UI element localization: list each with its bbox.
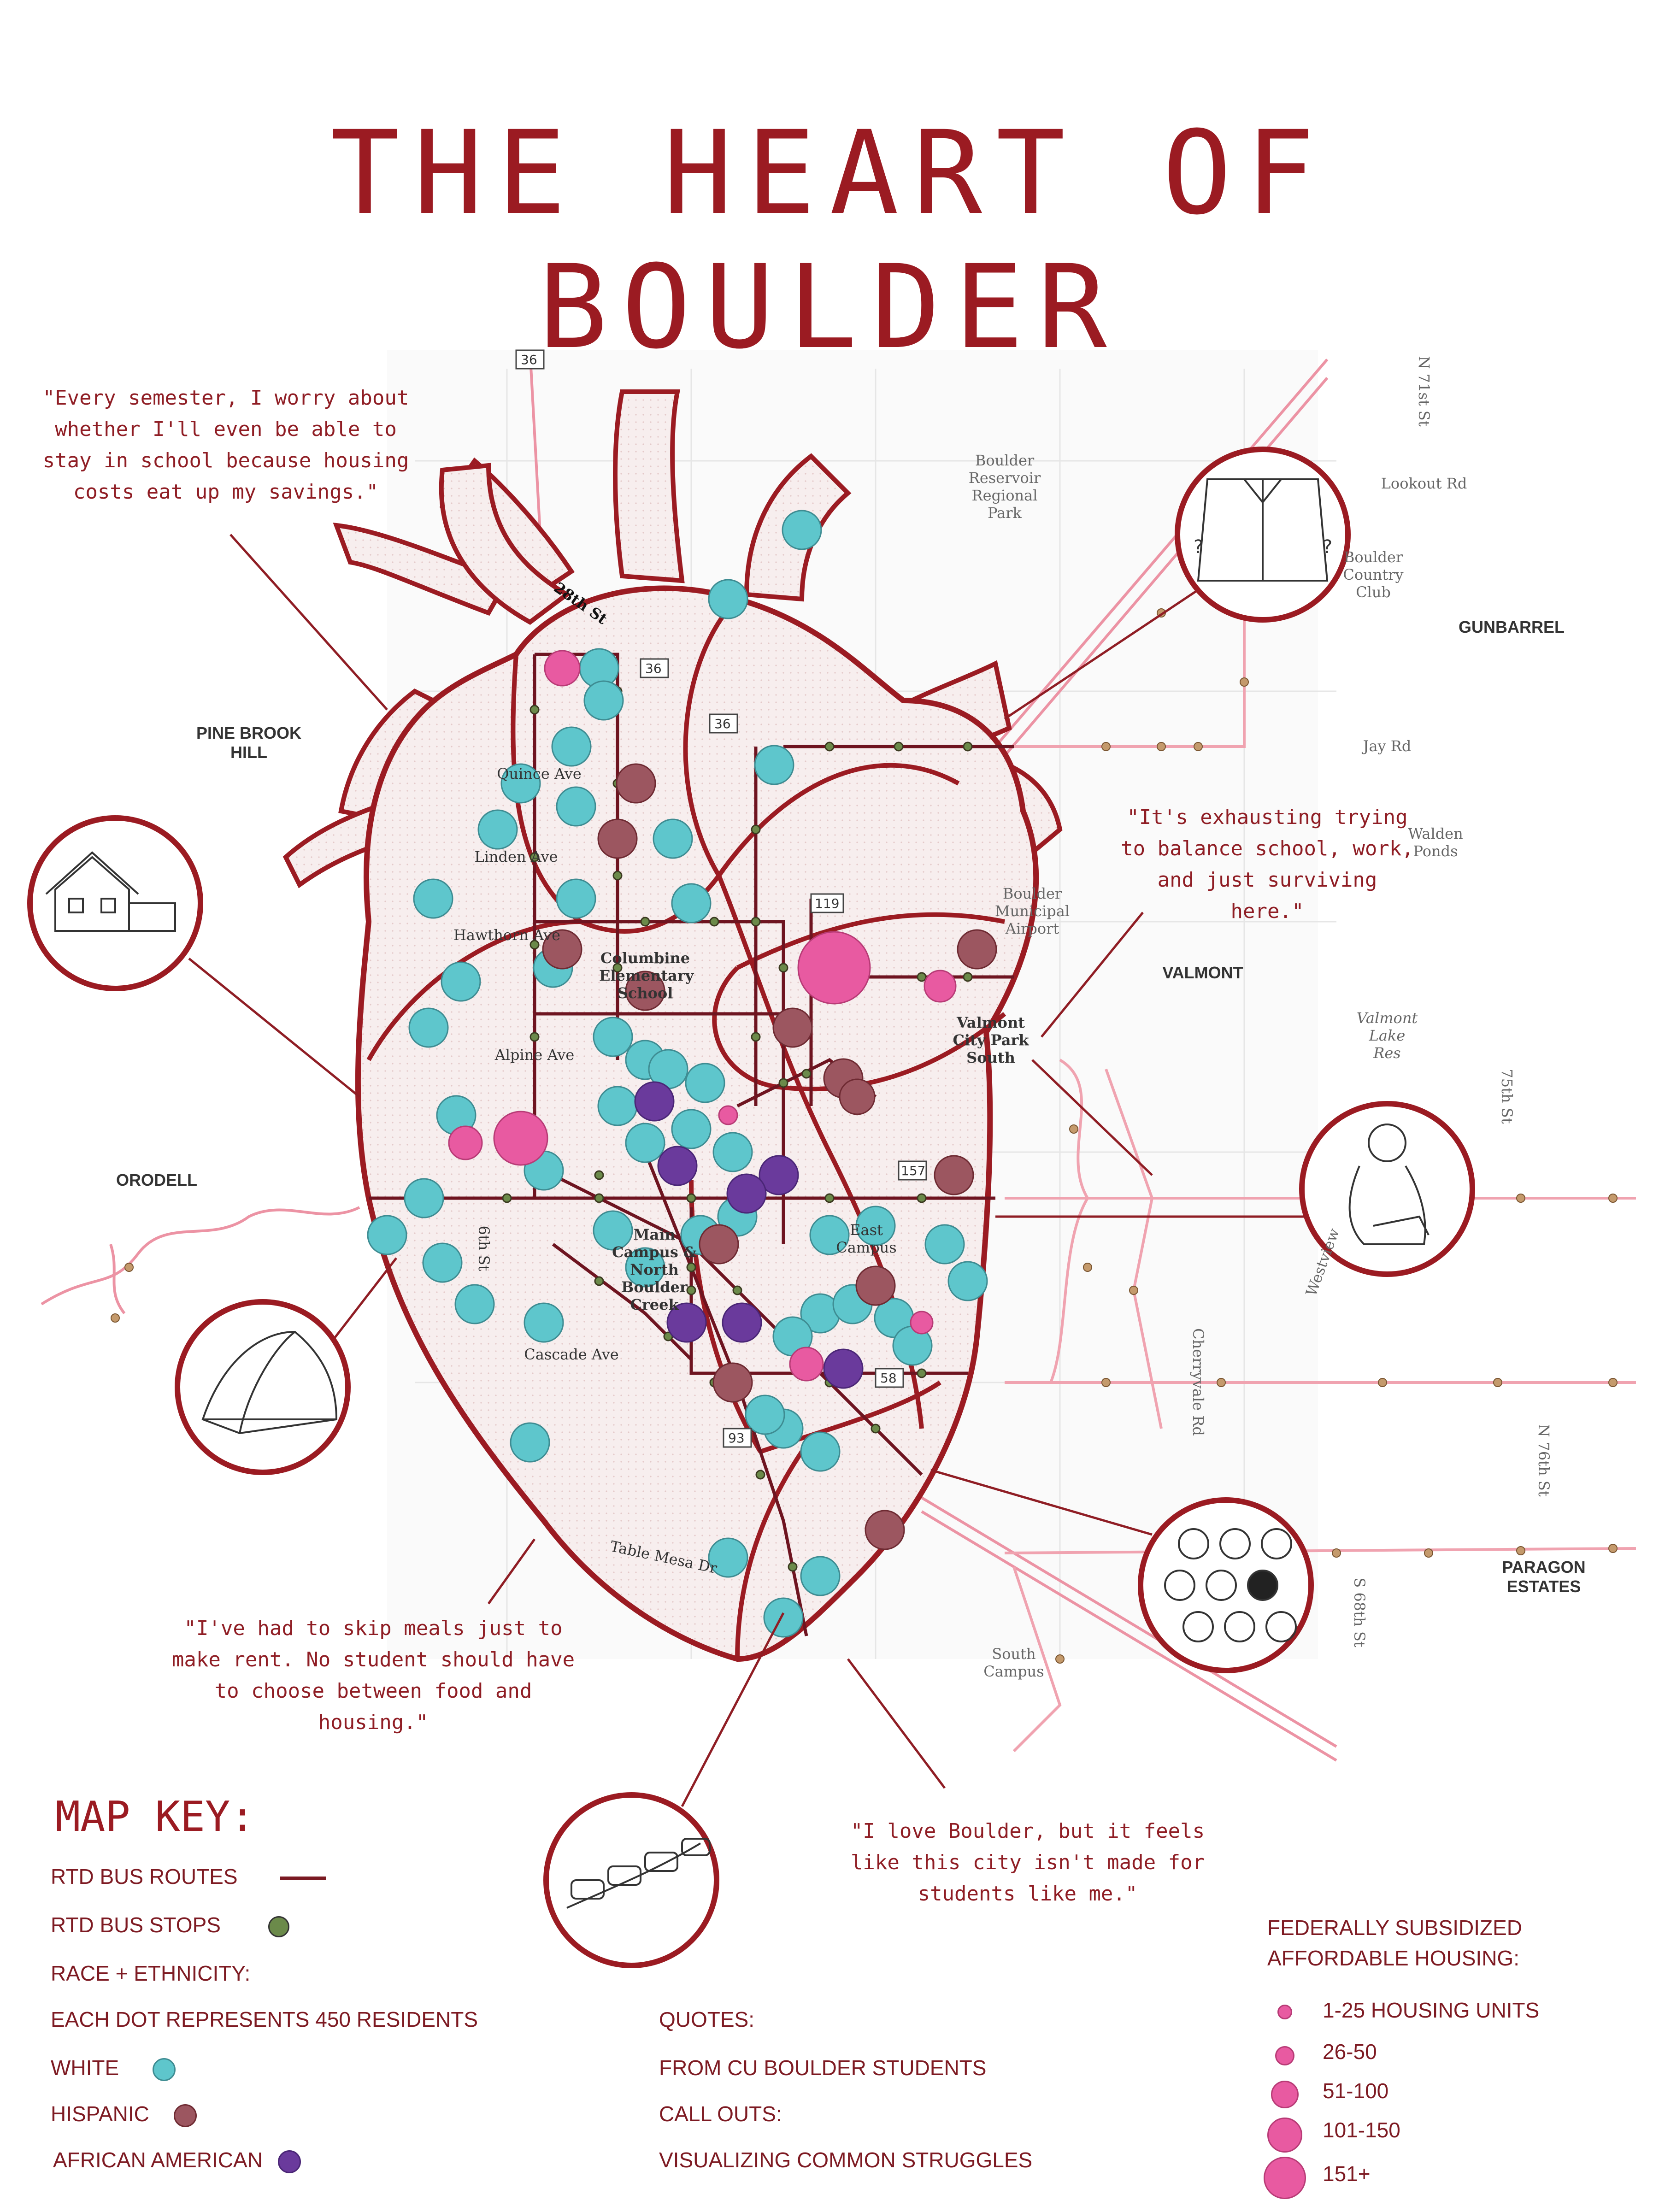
key-callouts-heading: CALL OUTS: (659, 2102, 782, 2126)
label-south-campus: South Campus (983, 1645, 1044, 1680)
label-6th-st: 6th St (475, 1225, 493, 1271)
key-quotes-desc: FROM CU BOULDER STUDENTS (659, 2056, 987, 2080)
callout-connectors (188, 534, 1313, 1807)
key-bus-route-swatch (280, 1877, 327, 1880)
svg-text:93: 93 (728, 1430, 745, 1446)
label-hawthorn-ave: Hawthorn Ave (453, 926, 560, 944)
label-east-campus: East Campus (836, 1221, 897, 1256)
key-hispanic-swatch (173, 2104, 197, 2127)
label-valmont-city-park: Valmont City Park South (953, 1014, 1029, 1066)
label-main-campus: Main Campus & North Boulder Creek (612, 1226, 697, 1313)
label-68th-st: S 68th St (1351, 1577, 1368, 1647)
key-housing-label-3: 51-100 (1323, 2079, 1389, 2103)
label-alpine-ave: Alpine Ave (494, 1046, 575, 1064)
svg-text:36: 36 (714, 716, 731, 731)
label-airport: Boulder Municipal Airport (994, 885, 1070, 937)
african-american-resident-dots (634, 1081, 864, 1389)
svg-text:36: 36 (521, 352, 537, 367)
map-key-title: MAP KEY: (55, 1793, 255, 1841)
label-boulder-reservoir: Boulder Reservoir Regional Park (968, 452, 1041, 522)
quote-exhausting: "It's exhausting trying to balance schoo… (1121, 806, 1414, 923)
label-gunbarrel: GUNBARREL (1459, 618, 1565, 636)
key-housing-size-4 (1267, 2118, 1302, 2153)
key-hispanic-label: HISPANIC (51, 2102, 149, 2126)
quote-housing-costs: "Every semester, I worry about whether I… (42, 386, 409, 504)
key-african-american: AFRICAN AMERICAN (53, 2147, 301, 2173)
key-callouts-desc: VISUALIZING COMMON STRUGGLES (659, 2148, 1033, 2172)
label-pine-brook-hill: PINE BROOK HILL (196, 724, 302, 762)
page-title: THE HEART OF BOULDER (330, 106, 1329, 374)
callout-sketches: ? ? (45, 478, 1430, 1909)
key-bus-routes-label: RTD BUS ROUTES (51, 1865, 238, 1888)
key-white-swatch (152, 2058, 176, 2081)
key-housing-size-5 (1264, 2157, 1306, 2199)
svg-text:157: 157 (901, 1163, 925, 1178)
label-columbine: Columbine Elementary School (599, 949, 694, 1002)
label-71st-st: N 71st St (1415, 356, 1433, 427)
key-housing-label-2: 26-50 (1323, 2040, 1377, 2064)
svg-text:58: 58 (880, 1371, 897, 1386)
affordable-housing-dots (448, 650, 957, 1382)
key-bus-routes: RTD BUS ROUTES (51, 1864, 327, 1889)
label-cherryvale: Cherryvale Rd (1189, 1328, 1207, 1436)
callout-circles (27, 447, 1475, 1968)
label-jay-rd: Jay Rd (1363, 737, 1412, 755)
highways (41, 350, 1337, 1762)
svg-text:?: ? (1323, 536, 1332, 558)
svg-text:?: ? (1194, 536, 1203, 558)
quote-love-boulder: "I love Boulder, but it feels like this … (850, 1819, 1205, 1906)
stressed-student-callout (1299, 1101, 1475, 1277)
key-dot-note: EACH DOT REPRESENTS 450 RESIDENTS (51, 2007, 478, 2031)
route-shields: 36 36 119 157 58 93 36 (515, 349, 927, 1448)
key-housing-size-2 (1275, 2046, 1294, 2065)
label-lookout-rd: Lookout Rd (1381, 475, 1467, 492)
key-african-american-label: AFRICAN AMERICAN (53, 2148, 263, 2172)
label-valmont-lake: Valmont Lake Res (1356, 1009, 1418, 1062)
key-housing-size-1 (1277, 2005, 1292, 2019)
key-housing-label-1: 1-25 HOUSING UNITS (1323, 1998, 1540, 2022)
diverse-faces-callout (1138, 1497, 1314, 1673)
key-white-label: WHITE (51, 2056, 119, 2080)
hispanic-resident-dots (542, 763, 997, 1550)
label-linden-ave: Linden Ave (474, 848, 558, 865)
svg-text:119: 119 (815, 896, 839, 911)
label-country-club: Boulder Country Club (1343, 548, 1404, 601)
label-cascade-ave: Cascade Ave (524, 1346, 619, 1363)
label-valmont: VALMONT (1162, 963, 1243, 982)
key-housing-heading: FEDERALLY SUBSIDIZED AFFORDABLE HOUSING: (1267, 1916, 1523, 1970)
key-housing-label-5: 151+ (1323, 2162, 1371, 2186)
label-orodell: ORODELL (116, 1171, 197, 1189)
white-resident-dots (367, 510, 988, 1638)
key-housing-label-4: 101-150 (1323, 2118, 1400, 2142)
label-quince-ave: Quince Ave (497, 765, 582, 782)
key-bus-stops-label: RTD BUS STOPS (51, 1913, 221, 1937)
key-hispanic: HISPANIC (51, 2101, 197, 2127)
key-white: WHITE (51, 2055, 176, 2081)
key-bus-stop-swatch (268, 1916, 289, 1937)
label-paragon-estates: PARAGON ESTATES (1502, 1558, 1586, 1596)
label-walden-ponds: Walden Ponds (1408, 825, 1463, 860)
key-bus-stops: RTD BUS STOPS (51, 1912, 289, 1937)
svg-text:36: 36 (645, 661, 662, 676)
key-quotes-heading: QUOTES: (659, 2007, 755, 2031)
key-race-heading: RACE + ETHNICITY: (51, 1961, 251, 1985)
quote-skip-meals: "I've had to skip meals just to make ren… (171, 1617, 575, 1734)
tent-callout (175, 1299, 351, 1475)
label-75th-st: 75th St (1498, 1069, 1516, 1124)
key-housing-size-3 (1271, 2081, 1299, 2108)
label-76th-st: N 76th St (1535, 1424, 1553, 1497)
key-african-american-swatch (277, 2150, 301, 2173)
